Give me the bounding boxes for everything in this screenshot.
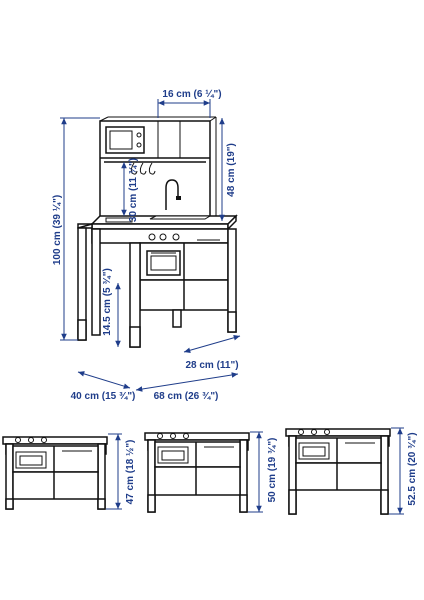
dim-variant-3-height: 52.5 cm (20 ¾") [407, 432, 418, 505]
height-variant-1: 47 cm (18 ½") [2, 433, 136, 510]
knob-icon [183, 433, 189, 439]
dim-upper-height: 48 cm (19") [226, 143, 237, 197]
dim-depth: 40 cm (15 ¾") [71, 391, 136, 402]
rear-leg [172, 309, 182, 328]
dim-total-height: 100 cm (39 ¼") [52, 195, 63, 265]
left-leg [91, 228, 101, 336]
dim-depth-inner: 28 cm (11") [185, 360, 238, 371]
knob-icon [298, 429, 304, 435]
dim-faucet-clearance: 30 cm (11 ¾") [128, 158, 139, 222]
knob-icon [311, 429, 317, 435]
knob-icon [159, 233, 167, 241]
knob-icon [172, 233, 180, 241]
height-variant-3: 52.5 cm (20 ¾") [285, 427, 418, 515]
knob-icon [41, 437, 47, 443]
play-kitchen-illustration [77, 116, 238, 348]
utensil-icon [130, 162, 138, 175]
oven-window [150, 255, 177, 271]
dim-leg-extension: 14.5 cm (5 ¾") [102, 268, 113, 336]
knob-icon [170, 433, 176, 439]
knob-icon [324, 429, 330, 435]
dim-width: 68 cm (26 ¾") [154, 391, 219, 402]
knob-icon [15, 437, 21, 443]
faucet-icon [165, 179, 179, 210]
dim-variant-2-height: 50 cm (19 ¾") [267, 438, 278, 503]
hob [105, 217, 133, 223]
height-variant-2: 50 cm (19 ¾") [144, 431, 278, 513]
sink [149, 215, 212, 220]
knob-icon [148, 233, 156, 241]
microwave-window [109, 130, 133, 150]
dim-variant-1-height: 47 cm (18 ½") [125, 440, 136, 505]
knob-icon [28, 437, 34, 443]
dim-shelf-width: 16 cm (6 ¼") [162, 89, 221, 100]
main-dimensions: 16 cm (6 ¼") 48 cm (19") 30 cm (11 ¾") 1… [52, 89, 241, 402]
knob-icon [157, 433, 163, 439]
